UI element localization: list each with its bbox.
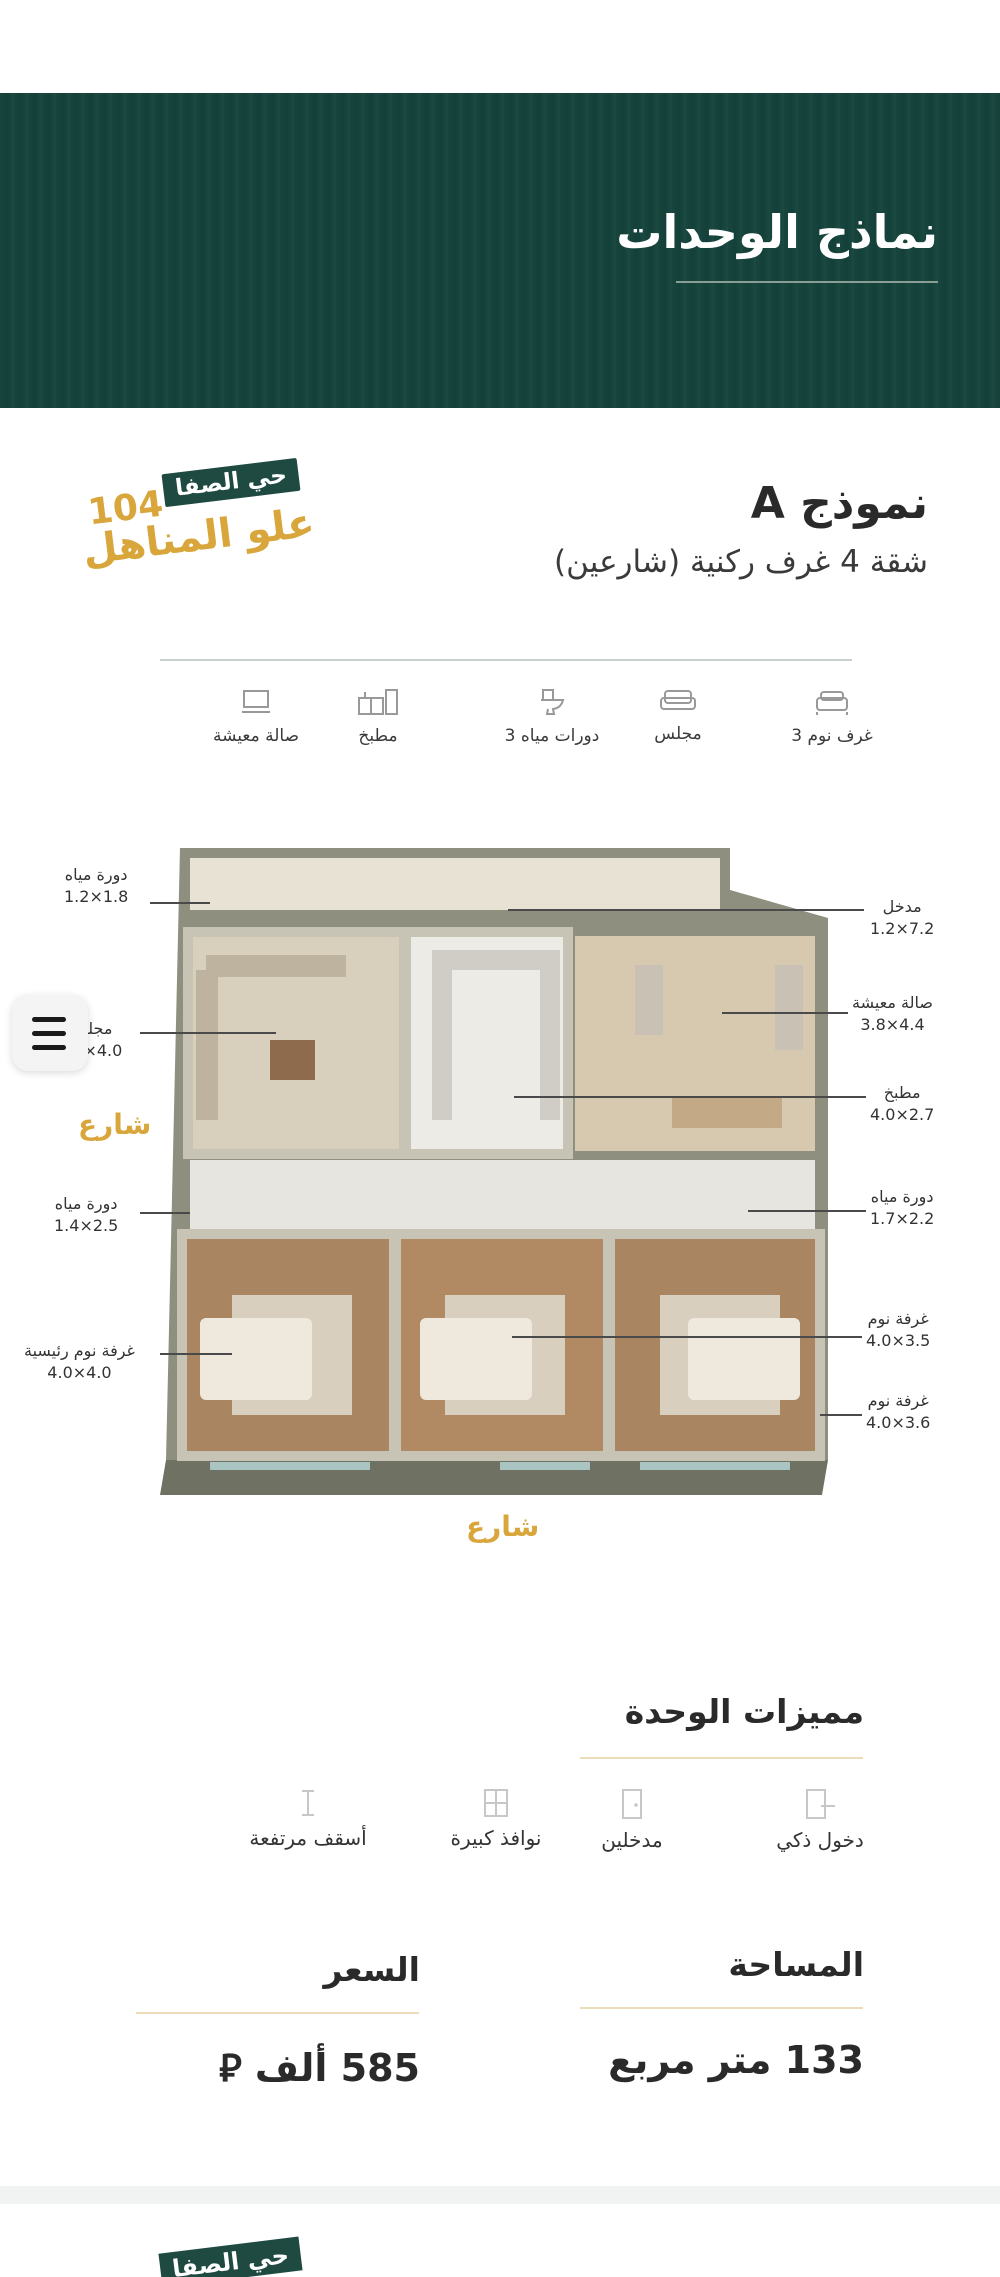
bed-icon	[816, 691, 848, 715]
amenity-smart-entry: دخول ذكي	[720, 1788, 920, 1852]
tv-icon	[242, 690, 270, 713]
next-logo-district: حي الصفا	[158, 2236, 303, 2277]
leader-line	[722, 1012, 848, 1014]
project-logo: حي الصفا 104 علو المناهل	[78, 457, 317, 582]
sofa-icon	[660, 690, 696, 710]
feature-bedrooms: 3 غرف نوم	[752, 688, 912, 746]
feature-kitchen: مطبخ	[298, 688, 458, 746]
logo-district: حي الصفا	[161, 457, 301, 508]
feature-living: صالة معيشة	[176, 688, 336, 746]
feature-label: 3 غرف نوم	[791, 726, 873, 746]
amenities-title: مميزات الوحدة	[624, 1692, 864, 1731]
page-title: نماذج الوحدات	[616, 205, 938, 259]
menu-button[interactable]	[12, 995, 88, 1071]
amenity-label: دخول ذكي	[776, 1828, 864, 1852]
leader-line	[514, 1096, 866, 1098]
area-value: 133 متر مربع	[608, 2038, 864, 2082]
leader-line	[140, 1212, 190, 1214]
window-icon	[484, 1789, 508, 1817]
ceiling-height-icon	[302, 1790, 314, 1816]
amenity-two-entrances: مدخلين	[532, 1788, 732, 1852]
leader-line	[512, 1336, 862, 1338]
street-bottom-label: شارع	[466, 1510, 540, 1543]
amenity-label: مدخلين	[601, 1828, 663, 1852]
unit-subtitle: شقة 4 غرف ركنية (شارعين)	[554, 544, 928, 580]
price-value: 585 ألف ⃁	[219, 2046, 420, 2090]
title-underline	[676, 281, 938, 283]
leader-line	[508, 909, 864, 911]
area-underline	[580, 2007, 863, 2009]
area-label: المساحة	[728, 1945, 864, 1984]
toilet-icon	[541, 689, 565, 715]
amenities-underline	[580, 1757, 863, 1759]
floor-plan-render	[160, 848, 828, 1495]
street-left-label: شارع	[78, 1108, 152, 1141]
leader-line	[820, 1414, 862, 1416]
leader-line	[748, 1210, 866, 1212]
price-label: السعر	[323, 1950, 420, 1989]
kitchen-icon	[358, 689, 398, 715]
feature-label: 3 دورات مياه	[504, 726, 600, 746]
section-divider	[160, 659, 852, 661]
amenity-large-windows: نوافذ كبيرة	[396, 1788, 596, 1850]
hero-banner: نماذج الوحدات	[0, 93, 1000, 408]
amenity-high-ceilings: أسقف مرتفعة	[208, 1788, 408, 1850]
leader-line	[150, 902, 210, 904]
amenity-label: أسقف مرتفعة	[249, 1826, 367, 1850]
leader-line	[140, 1032, 276, 1034]
feature-label: صالة معيشة	[212, 726, 300, 746]
smart-lock-icon	[806, 1789, 835, 1819]
feature-bathrooms: 3 دورات مياه	[472, 688, 632, 746]
section-separator	[0, 2186, 1000, 2204]
amenity-label: نوافذ كبيرة	[450, 1826, 542, 1850]
feature-majlis: مجلس	[598, 688, 758, 744]
feature-label: مجلس	[654, 724, 702, 744]
price-underline	[136, 2012, 419, 2014]
unit-title: نموذج A	[750, 478, 928, 529]
door-icon	[622, 1789, 642, 1819]
feature-label: مطبخ	[358, 726, 398, 746]
leader-line	[160, 1353, 232, 1355]
